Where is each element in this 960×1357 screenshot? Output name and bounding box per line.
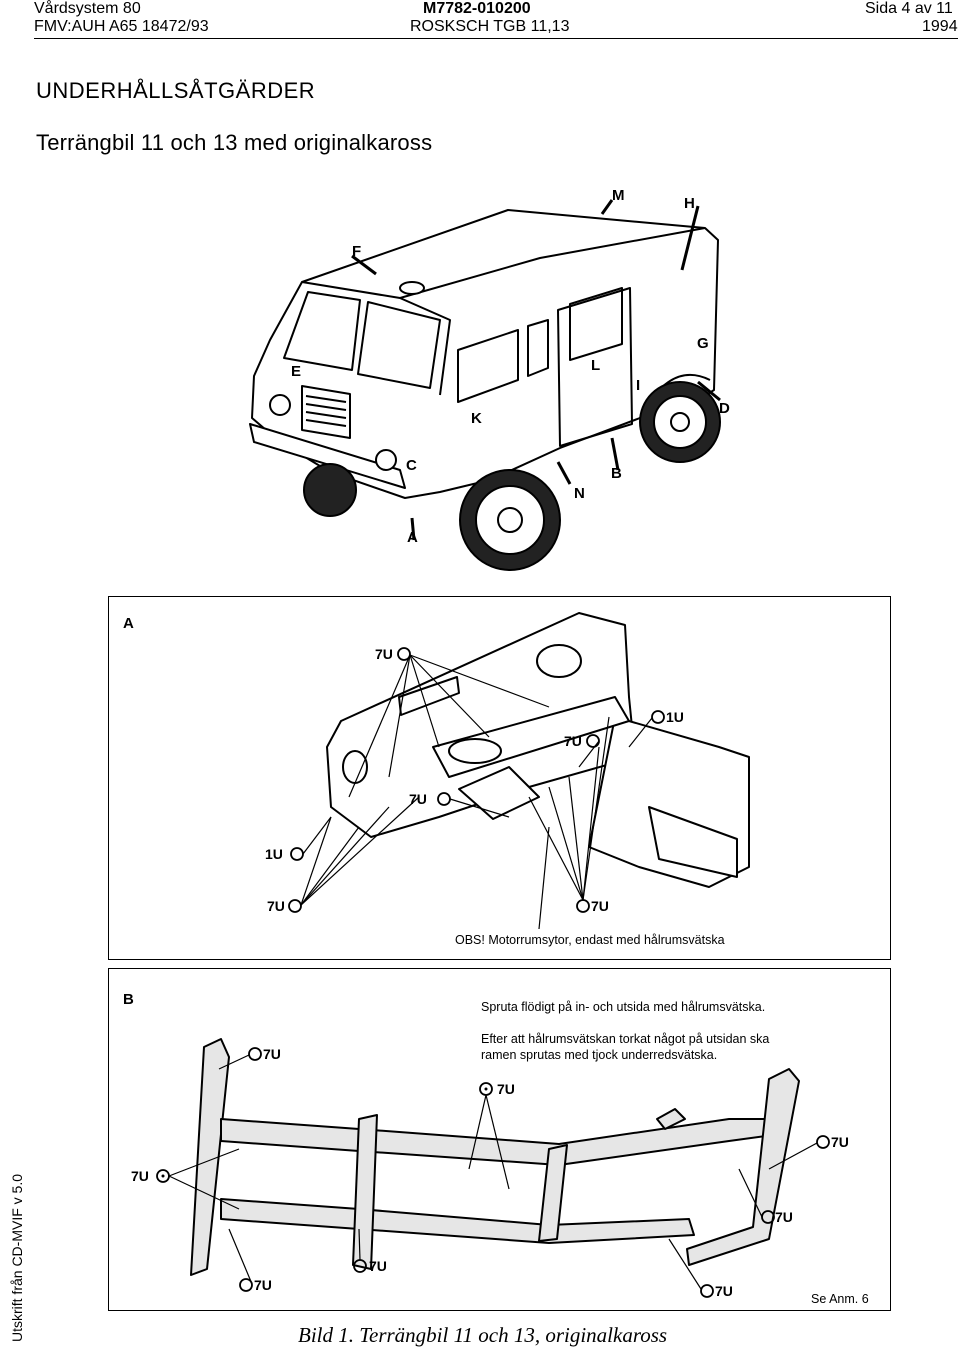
panel-a-note: OBS! Motorrumsytor, endast med hålrumsvä… (455, 933, 725, 947)
b-code-bottom-mid: 7U (369, 1258, 387, 1274)
callout-m: M (612, 187, 625, 204)
callout-i: I (636, 377, 640, 394)
panel-b: B Spruta flödigt på in- och utsida med h… (108, 968, 891, 1311)
header-reference: FMV:AUH A65 18472/93 (34, 18, 209, 35)
page-subtitle: Terrängbil 11 och 13 med originalkaross (36, 130, 433, 155)
panel-b-instruction-2a: Efter att hålrumsvätskan torkat något på… (481, 1032, 770, 1046)
header-vehicle: ROSKSCH TGB 11,13 (410, 18, 570, 35)
panel-a-letter: A (123, 615, 134, 632)
panel-b-letter: B (123, 991, 134, 1008)
figure-caption: Bild 1. Terrängbil 11 och 13, originalka… (298, 1323, 668, 1347)
b-code-bottom-right: 7U (715, 1283, 733, 1299)
a-code-bottom-left: 7U (267, 898, 285, 914)
b-code-top-center: 7U (497, 1081, 515, 1097)
callout-b: B (611, 465, 622, 482)
callout-c: C (406, 457, 417, 474)
frame-diagram: 7U 7U 7U 7U 7U 7U 7U 7U (131, 1038, 849, 1299)
page-title: UNDERHÅLLSÅTGÄRDER (36, 78, 316, 103)
a-code-left-1u: 1U (265, 846, 283, 862)
callout-e: E (291, 363, 301, 380)
b-code-bottom-left: 7U (254, 1277, 272, 1293)
callout-h: H (684, 195, 695, 212)
b-code-top-left: 7U (263, 1046, 281, 1062)
callout-k: K (471, 410, 482, 427)
panel-b-instruction-2b: ramen sprutas med tjock underredsvätska. (481, 1048, 718, 1062)
callout-l: L (591, 357, 600, 374)
a-code-bottom-center: 7U (591, 898, 609, 914)
callout-d: D (719, 400, 730, 417)
header-doc-number: M7782-010200 (423, 0, 531, 17)
callout-f: F (352, 243, 361, 260)
b-code-right-top: 7U (831, 1134, 849, 1150)
b-code-left: 7U (131, 1168, 149, 1184)
panel-b-instruction-1: Spruta flödigt på in- och utsida med hål… (481, 1000, 766, 1014)
callout-a: A (407, 529, 418, 546)
vehicle-illustration: M H F E L G I D K C B N A (249, 187, 730, 571)
header-year: 1994 (922, 18, 958, 35)
side-label: Utskrift från CD-MVIF v 5.0 (9, 1173, 25, 1343)
engine-bay-diagram: 7U 1U 7U 7U 1U 7U 7U (265, 612, 750, 930)
panel-b-reference-note: Se Anm. 6 (811, 1292, 869, 1306)
header-page: Sida 4 av 11 (865, 0, 953, 17)
header-rule (34, 38, 958, 39)
a-code-mid-right: 7U (564, 733, 582, 749)
callout-n: N (574, 485, 585, 502)
a-code-top: 7U (375, 646, 393, 662)
header-system: Vårdsystem 80 (34, 0, 141, 17)
a-code-right-1u: 1U (666, 709, 684, 725)
panel-a: A (108, 596, 891, 960)
b-code-right-mid: 7U (775, 1209, 793, 1225)
a-code-mid-left: 7U (409, 791, 427, 807)
callout-g: G (697, 335, 709, 352)
